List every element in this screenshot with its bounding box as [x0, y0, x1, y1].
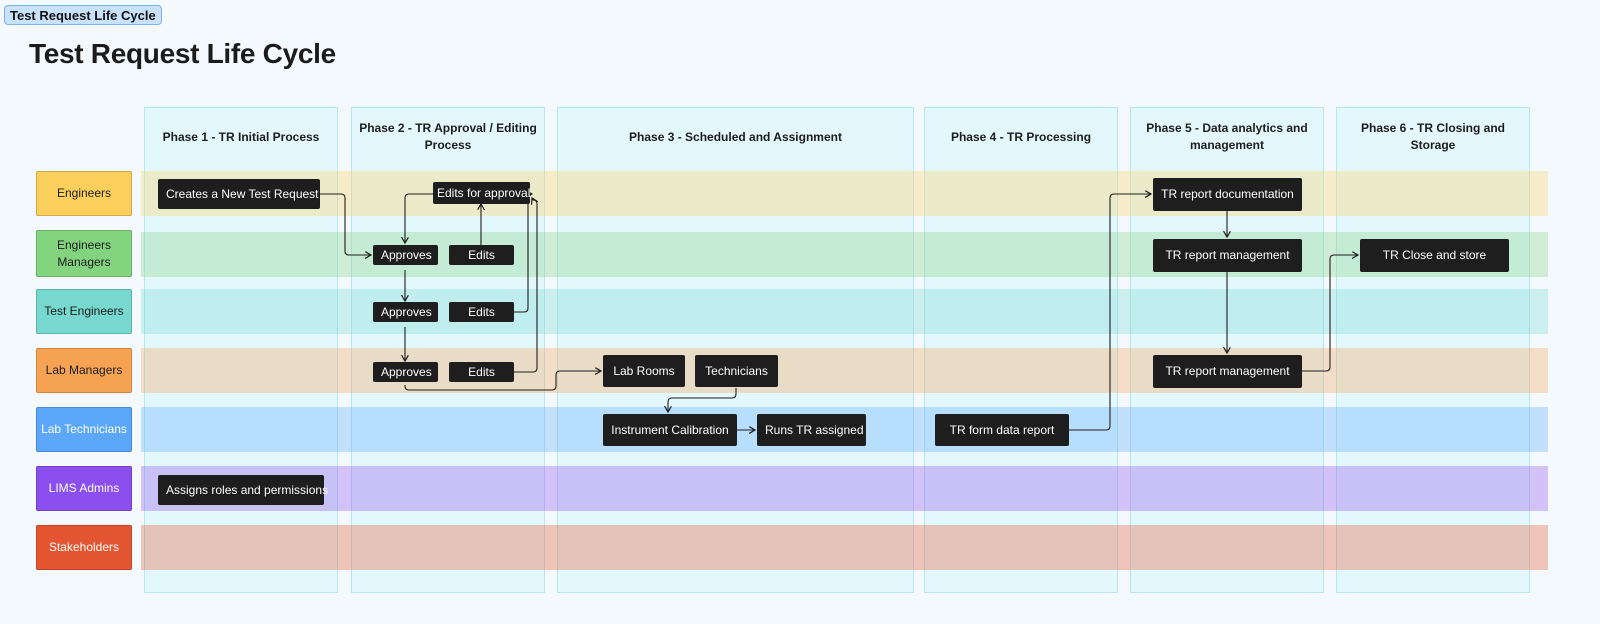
- phase-title-1: Phase 1 - TR Initial Process: [162, 129, 320, 144]
- node-runs-tr-assigned[interactable]: Runs TR assigned: [757, 414, 866, 446]
- phase-title-6: Phase 6 - TR Closing and Storage: [1360, 121, 1506, 152]
- lane-band-engineers: [141, 171, 1548, 216]
- node-tr-report-management-managers[interactable]: TR report management: [1153, 239, 1302, 272]
- node-edits-test-engineers[interactable]: Edits: [449, 302, 514, 322]
- phase-title-3: Phase 3 - Scheduled and Assignment: [629, 129, 842, 144]
- lane-label-engineers-managers[interactable]: Engineers Managers: [36, 230, 132, 277]
- node-edits-for-approval[interactable]: Edits for approval: [433, 182, 530, 204]
- node-create-request[interactable]: Creates a New Test Request: [158, 179, 320, 209]
- node-tr-report-documentation[interactable]: TR report documentation: [1153, 178, 1302, 211]
- lane-label-stakeholders[interactable]: Stakeholders: [36, 525, 132, 570]
- lane-band-stakeholders: [141, 525, 1548, 570]
- node-approves-lab-managers[interactable]: Approves: [373, 362, 438, 382]
- node-tr-form-data-report[interactable]: TR form data report: [935, 414, 1069, 446]
- node-approves-engineers-managers[interactable]: Approves: [373, 245, 438, 265]
- node-tr-report-management-lab[interactable]: TR report management: [1153, 355, 1302, 388]
- node-lab-rooms[interactable]: Lab Rooms: [603, 355, 685, 387]
- lane-band-engineers-managers: [141, 232, 1548, 277]
- node-assigns-roles[interactable]: Assigns roles and permissions: [158, 475, 328, 505]
- phase-column-6: [1336, 107, 1530, 593]
- lane-band-lab-managers: [141, 348, 1548, 393]
- phase-column-3: [557, 107, 914, 593]
- lane-band-test-engineers: [141, 289, 1548, 334]
- lane-label-lab-technicians[interactable]: Lab Technicians: [36, 407, 132, 452]
- node-technicians[interactable]: Technicians: [695, 355, 778, 387]
- lane-label-lims-admins[interactable]: LIMS Admins: [36, 466, 132, 511]
- phase-title-2: Phase 2 - TR Approval / Editing Process: [359, 121, 537, 152]
- node-edits-lab-managers[interactable]: Edits: [449, 362, 514, 382]
- frame-label[interactable]: Test Request Life Cycle: [4, 5, 162, 25]
- lane-label-engineers[interactable]: Engineers: [36, 171, 132, 216]
- node-approves-test-engineers[interactable]: Approves: [373, 302, 438, 322]
- page-title: Test Request Life Cycle: [29, 38, 336, 69]
- node-edits-engineers-managers[interactable]: Edits: [449, 245, 514, 265]
- lane-label-lab-managers[interactable]: Lab Managers: [36, 348, 132, 393]
- lane-label-test-engineers[interactable]: Test Engineers: [36, 289, 132, 334]
- node-tr-close-and-store[interactable]: TR Close and store: [1360, 239, 1509, 272]
- phase-title-5: Phase 5 - Data analytics and management: [1146, 121, 1308, 152]
- phase-title-4: Phase 4 - TR Processing: [950, 129, 1092, 144]
- lane-band-lims-admins: [141, 466, 1548, 511]
- node-instrument-calibration[interactable]: Instrument Calibration: [603, 414, 737, 446]
